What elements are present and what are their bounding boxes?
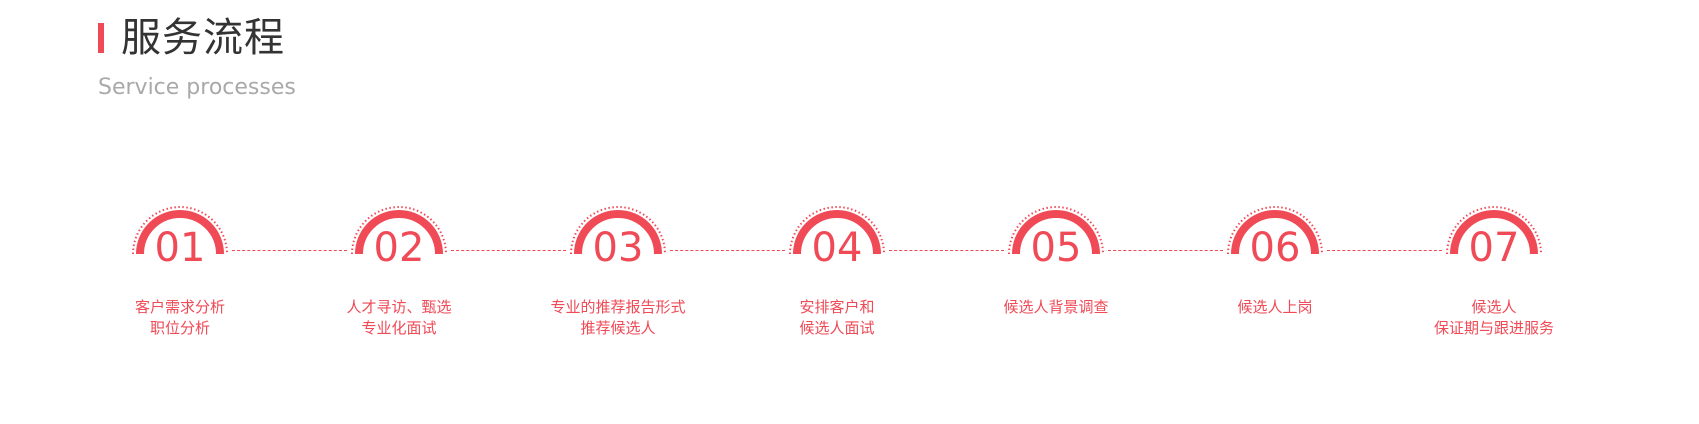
step-label: 人才寻访、甄选 专业化面试	[289, 297, 509, 339]
half-circle-icon	[132, 206, 228, 255]
step-label-line-2: 候选人面试	[799, 319, 875, 337]
step-number: 03	[592, 225, 644, 271]
step-label-line-1: 候选人上岗	[1237, 298, 1313, 316]
step-label: 候选人背景调查	[946, 297, 1166, 318]
step-connector-line	[1327, 250, 1442, 251]
half-circle-icon	[1446, 206, 1542, 255]
half-circle-icon	[351, 206, 447, 255]
step-number: 07	[1468, 225, 1520, 271]
step-label: 候选人上岗	[1165, 297, 1385, 318]
step-number: 06	[1249, 225, 1301, 271]
page-title: 服务流程	[121, 15, 285, 61]
half-circle-icon	[789, 206, 885, 255]
step-connector-line	[451, 250, 566, 251]
process-step-01: 01 客户需求分析 职位分析	[70, 196, 290, 339]
step-label: 专业的推荐报告形式 推荐候选人	[508, 297, 728, 339]
process-step-06: 06 候选人上岗	[1165, 196, 1385, 318]
step-label-line-1: 候选人	[1471, 298, 1517, 316]
step-connector-line	[232, 250, 347, 251]
process-step-07: 07 候选人 保证期与跟进服务	[1384, 196, 1604, 339]
title-accent-bar	[98, 23, 104, 53]
step-label: 候选人 保证期与跟进服务	[1384, 297, 1604, 339]
step-label: 安排客户和 候选人面试	[727, 297, 947, 339]
step-label-line-1: 候选人背景调查	[1003, 298, 1109, 316]
process-step-04: 04 安排客户和 候选人面试	[727, 196, 947, 339]
title-row: 服务流程	[98, 14, 285, 62]
half-circle-icon	[570, 206, 666, 255]
step-number: 01	[154, 225, 206, 271]
half-circle-icon	[1008, 206, 1104, 255]
step-label-line-1: 客户需求分析	[134, 298, 225, 316]
step-number: 04	[811, 225, 863, 271]
step-label-line-2: 职位分析	[149, 319, 210, 337]
page-subtitle: Service processes	[98, 75, 296, 100]
step-label-line-2: 保证期与跟进服务	[1433, 319, 1554, 337]
step-label-line-1: 安排客户和	[799, 298, 875, 316]
step-connector-line	[889, 250, 1004, 251]
step-label-line-2: 推荐候选人	[580, 319, 656, 337]
step-label: 客户需求分析 职位分析	[70, 297, 290, 339]
step-number: 05	[1030, 225, 1082, 271]
process-step-02: 02 人才寻访、甄选 专业化面试	[289, 196, 509, 339]
step-number: 02	[373, 225, 425, 271]
half-circle-icon	[1227, 206, 1323, 255]
section-header: 服务流程	[98, 14, 285, 62]
process-step-05: 05 候选人背景调查	[946, 196, 1166, 318]
step-connector-line	[670, 250, 785, 251]
step-label-line-1: 人才寻访、甄选	[346, 298, 452, 316]
process-step-03: 03 专业的推荐报告形式 推荐候选人	[508, 196, 728, 339]
step-label-line-2: 专业化面试	[361, 319, 437, 337]
step-label-line-1: 专业的推荐报告形式	[550, 298, 686, 316]
step-connector-line	[1108, 250, 1223, 251]
